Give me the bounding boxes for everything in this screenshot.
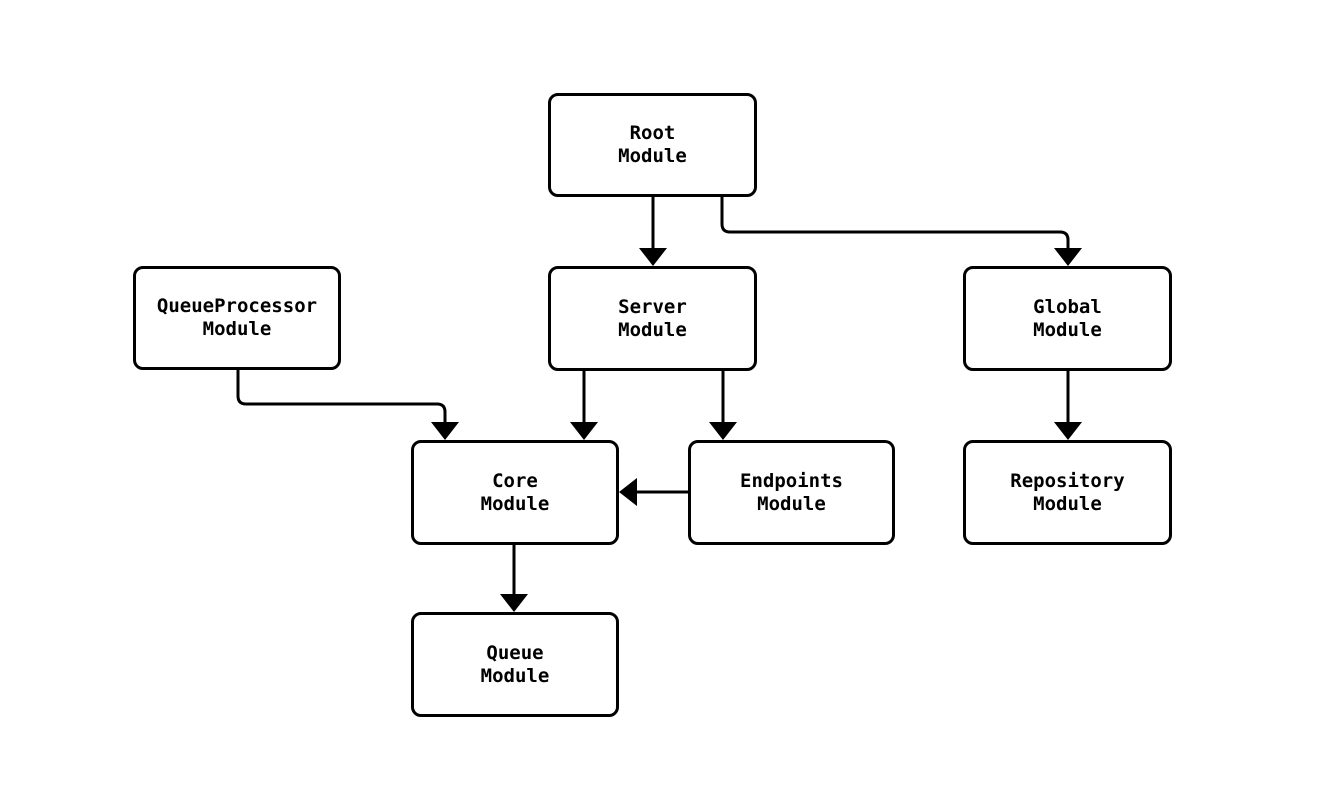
node-core-module: Core Module bbox=[411, 440, 619, 545]
node-global-module: Global Module bbox=[963, 266, 1172, 371]
node-server-module: Server Module bbox=[548, 266, 757, 371]
node-queue-module-label: Queue Module bbox=[480, 641, 550, 687]
edge-queueprocessor-to-core bbox=[236, 370, 459, 440]
edge-endpoints-to-core bbox=[619, 478, 688, 506]
node-repository-module-label: Repository Module bbox=[1010, 469, 1125, 515]
node-queueprocessor-module-label: QueueProcessor Module bbox=[156, 295, 318, 340]
edge-root-to-global bbox=[720, 197, 1082, 266]
node-global-module-label: Global Module bbox=[1033, 295, 1102, 341]
edge-server-to-endpoints bbox=[709, 371, 737, 440]
node-queueprocessor-module: QueueProcessor Module bbox=[133, 266, 341, 370]
node-root-module: Root Module bbox=[548, 93, 757, 197]
edge-core-to-queue bbox=[500, 545, 528, 612]
edge-global-to-repository bbox=[1054, 371, 1082, 440]
node-core-module-label: Core Module bbox=[480, 469, 550, 515]
node-endpoints-module-label: Endpoints Module bbox=[740, 469, 843, 515]
edge-root-to-server bbox=[639, 197, 667, 266]
node-repository-module: Repository Module bbox=[963, 440, 1172, 545]
node-root-module-label: Root Module bbox=[618, 122, 687, 167]
node-server-module-label: Server Module bbox=[618, 295, 687, 341]
edge-server-to-core bbox=[570, 371, 598, 440]
node-endpoints-module: Endpoints Module bbox=[688, 440, 895, 545]
node-queue-module: Queue Module bbox=[411, 612, 619, 717]
